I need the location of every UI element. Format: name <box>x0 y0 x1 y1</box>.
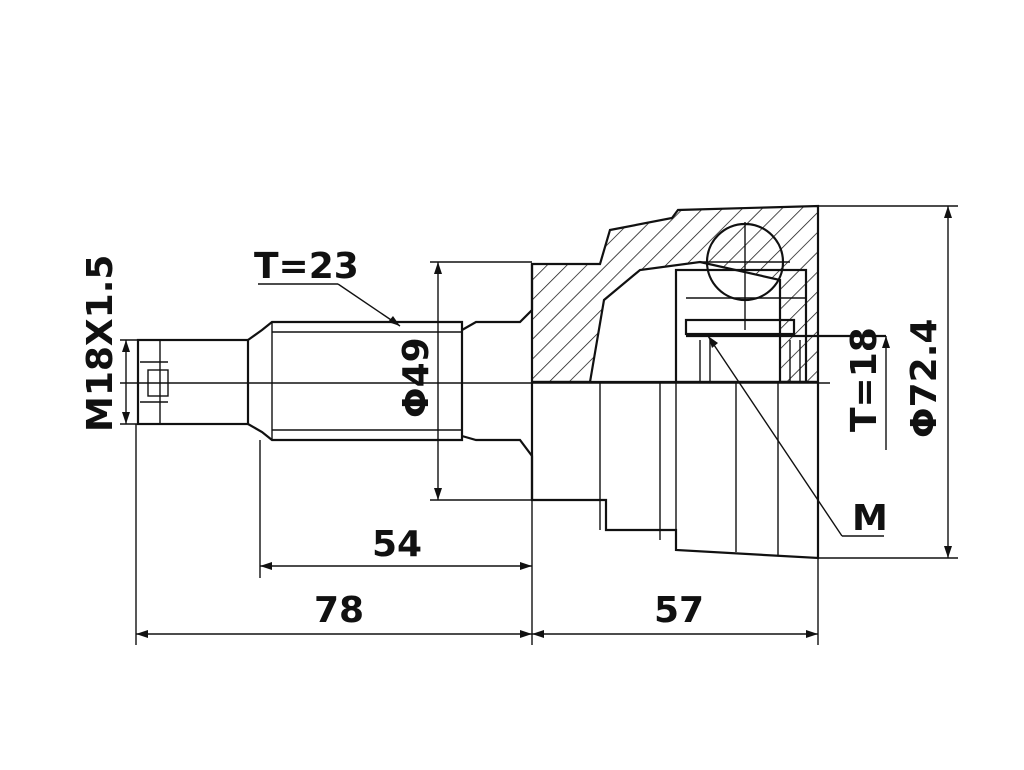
shaft-neck-lower <box>461 434 534 500</box>
dimension-length-54 <box>259 440 533 645</box>
dimension-thread <box>120 339 140 425</box>
dimension-spline-inner <box>882 336 890 450</box>
length-54-label: 54 <box>372 524 422 565</box>
dimension-length-78 <box>135 424 532 645</box>
dimension-length-57 <box>532 558 819 645</box>
shaft-neck <box>461 264 534 331</box>
thread-label: M18X1.5 <box>80 255 121 432</box>
marker-label: M <box>852 498 888 539</box>
outer-diameter-label: Φ72.4 <box>904 319 945 438</box>
inner-race <box>674 222 886 384</box>
spline-outer-label: T=23 <box>254 246 359 287</box>
spline-inner-label: T=18 <box>844 327 885 432</box>
spline-shaft <box>247 320 464 442</box>
threaded-stub <box>136 338 250 426</box>
dimension-shaft-diameter <box>430 261 532 501</box>
dimension-outer-diameter <box>818 205 958 559</box>
shaft-diameter-label: Φ49 <box>396 337 437 418</box>
spline-outer-leader <box>258 283 401 327</box>
length-57-label: 57 <box>654 590 704 631</box>
marker-leader <box>707 335 884 537</box>
length-78-label: 78 <box>314 590 364 631</box>
